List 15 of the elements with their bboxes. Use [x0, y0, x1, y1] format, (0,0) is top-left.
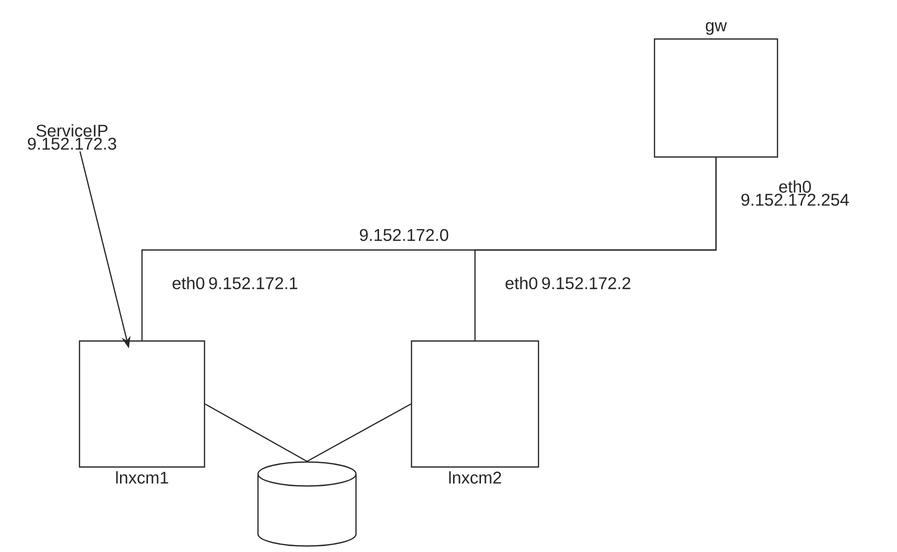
- network-label: 9.152.172.0: [360, 228, 448, 242]
- node-label: gw: [706, 22, 727, 35]
- node-label: lnxcm1: [116, 471, 168, 484]
- server-box: lnxcm2: [410, 340, 540, 484]
- callout-text: ServiceIP 9.152.172.3: [28, 124, 116, 150]
- node-label: lnxcm2: [449, 471, 502, 484]
- server-box: gw: [654, 22, 778, 158]
- connector-line: [204, 403, 308, 462]
- disk-cylinder: [257, 461, 357, 547]
- interface-label: eth0 9.152.172.2: [506, 276, 630, 290]
- network-line: [474, 158, 717, 340]
- interface-label: eth0 9.152.172.1: [172, 276, 298, 290]
- interface-label: eth0 9.152.172.254: [741, 180, 849, 206]
- server-box: lnxcm1: [78, 340, 206, 484]
- connector-line: [306, 403, 412, 462]
